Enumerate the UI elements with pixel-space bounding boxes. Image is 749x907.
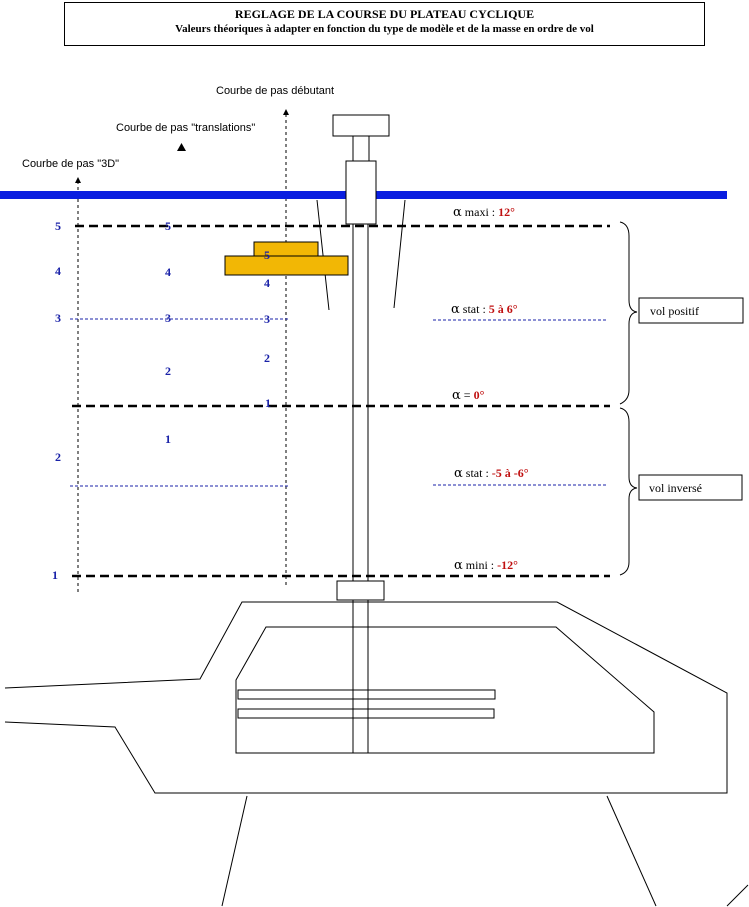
landing-skid-right bbox=[726, 884, 749, 907]
scale-translations-4: 4 bbox=[165, 265, 171, 279]
curve-label-translations: Courbe de pas "translations" bbox=[116, 122, 255, 134]
scale-3d-5: 5 bbox=[55, 219, 61, 233]
scale-translations-5: 5 bbox=[165, 219, 171, 233]
label-alpha-stat-positive: α stat : 5 à 6° bbox=[451, 302, 518, 317]
label-alpha-maxi: α maxi : 12° bbox=[453, 205, 515, 220]
rotor-hub bbox=[345, 160, 377, 225]
fuselage-inner-frame bbox=[235, 626, 655, 754]
shaft-collar bbox=[336, 580, 385, 601]
scale-debutant-1: 1 bbox=[265, 396, 271, 410]
brace-positive bbox=[619, 221, 638, 405]
translations-arrow-icon bbox=[177, 143, 186, 151]
swashplate-lower bbox=[224, 255, 349, 276]
scale-3d-1: 1 bbox=[52, 568, 58, 582]
scale-debutant-4: 4 bbox=[264, 276, 270, 290]
label-alpha-zero: α = 0° bbox=[452, 388, 485, 403]
scale-3d-3: 3 bbox=[55, 311, 61, 325]
scale-translations-3: 3 bbox=[165, 311, 171, 325]
scale-translations-1: 1 bbox=[165, 432, 171, 446]
curve-label-3d: Courbe de pas "3D" bbox=[22, 158, 119, 170]
fuselage-outline bbox=[4, 601, 728, 794]
pitch-link-right bbox=[393, 199, 406, 309]
scale-translations-2: 2 bbox=[165, 364, 171, 378]
scale-debutant-3: 3 bbox=[264, 312, 270, 326]
label-alpha-mini: α mini : -12° bbox=[454, 558, 518, 573]
label-alpha-stat-negative: α stat : -5 à -6° bbox=[454, 466, 529, 481]
curve-label-debutant: Courbe de pas débutant bbox=[216, 85, 334, 97]
vol-positif-label: vol positif bbox=[650, 304, 699, 318]
frame-plate-upper bbox=[237, 689, 496, 700]
landing-strut-left bbox=[221, 795, 248, 907]
frame-plate-lower bbox=[237, 708, 495, 719]
page-subtitle: Valeurs théoriques à adapter en fonction… bbox=[175, 23, 594, 35]
landing-strut-right bbox=[606, 795, 657, 907]
brace-inverted bbox=[619, 407, 638, 576]
rotor-head bbox=[332, 114, 390, 137]
scale-3d-2: 2 bbox=[55, 450, 61, 464]
vol-inverse-label: vol inversé bbox=[649, 481, 702, 495]
vol-inverse-box bbox=[638, 474, 743, 501]
vol-positif-box bbox=[638, 297, 744, 324]
scale-debutant-5: 5 bbox=[264, 248, 270, 262]
scale-3d-4: 4 bbox=[55, 264, 61, 278]
title-box: REGLAGE DE LA COURSE DU PLATEAU CYCLIQUE… bbox=[64, 2, 705, 46]
pitch-link-left bbox=[316, 199, 330, 311]
page-title: REGLAGE DE LA COURSE DU PLATEAU CYCLIQUE bbox=[234, 7, 535, 21]
scale-debutant-2: 2 bbox=[264, 351, 270, 365]
